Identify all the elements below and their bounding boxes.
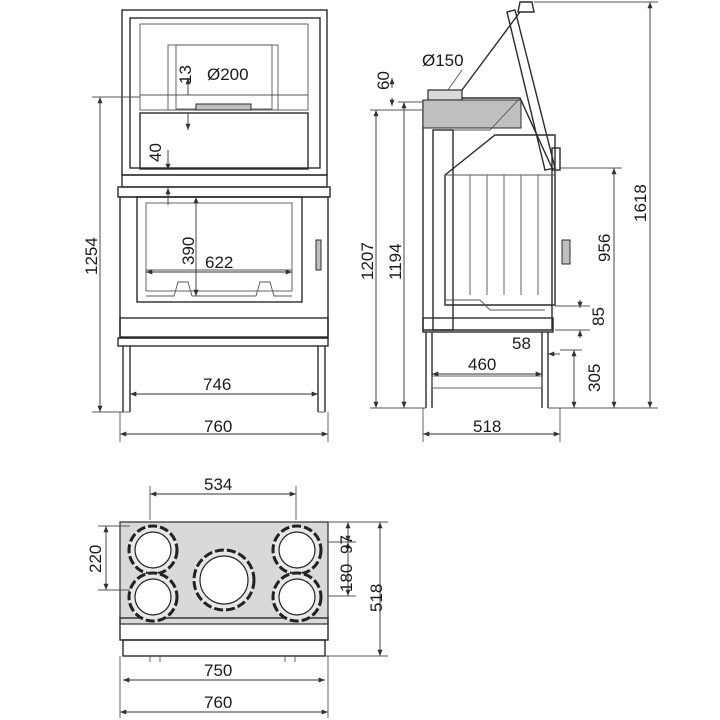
side-height-956: 956 — [595, 234, 614, 262]
top-total-width: 760 — [204, 693, 232, 712]
side-leg-depth: 460 — [468, 355, 496, 374]
top-offset-180: 180 — [337, 564, 356, 592]
front-opening-width: 622 — [205, 253, 233, 272]
side-total-height: 1618 — [631, 184, 650, 222]
front-opening-height: 390 — [179, 237, 198, 265]
top-outlet-depth: 220 — [86, 545, 105, 573]
front-flue-diameter: Ø200 — [207, 65, 249, 84]
side-flue-offset: 60 — [374, 71, 393, 90]
front-total-width: 760 — [204, 417, 232, 436]
side-height-1207: 1207 — [358, 242, 377, 280]
side-height-1194: 1194 — [386, 243, 405, 280]
front-lintel: 40 — [146, 143, 165, 162]
front-top-offset: 13 — [176, 65, 195, 84]
front-leg-span: 746 — [203, 375, 231, 394]
side-leg-height: 305 — [585, 364, 604, 392]
top-view: 534 220 97 180 518 750 760 — [86, 475, 388, 718]
top-outlet-spacing: 534 — [204, 475, 232, 494]
front-view: Ø200 13 40 390 622 1254 746 760 — [82, 9, 331, 442]
side-hearth: 85 — [589, 307, 608, 326]
side-total-depth: 518 — [473, 417, 501, 436]
side-view: Ø150 60 1207 1194 956 1618 85 58 460 305… — [358, 1, 658, 442]
front-total-height: 1254 — [82, 237, 101, 275]
top-base-width: 750 — [204, 661, 232, 680]
side-flue-diameter: Ø150 — [422, 51, 464, 70]
top-offset-97: 97 — [337, 535, 356, 554]
top-total-depth: 518 — [367, 584, 386, 612]
side-leg-setback: 58 — [512, 334, 531, 353]
